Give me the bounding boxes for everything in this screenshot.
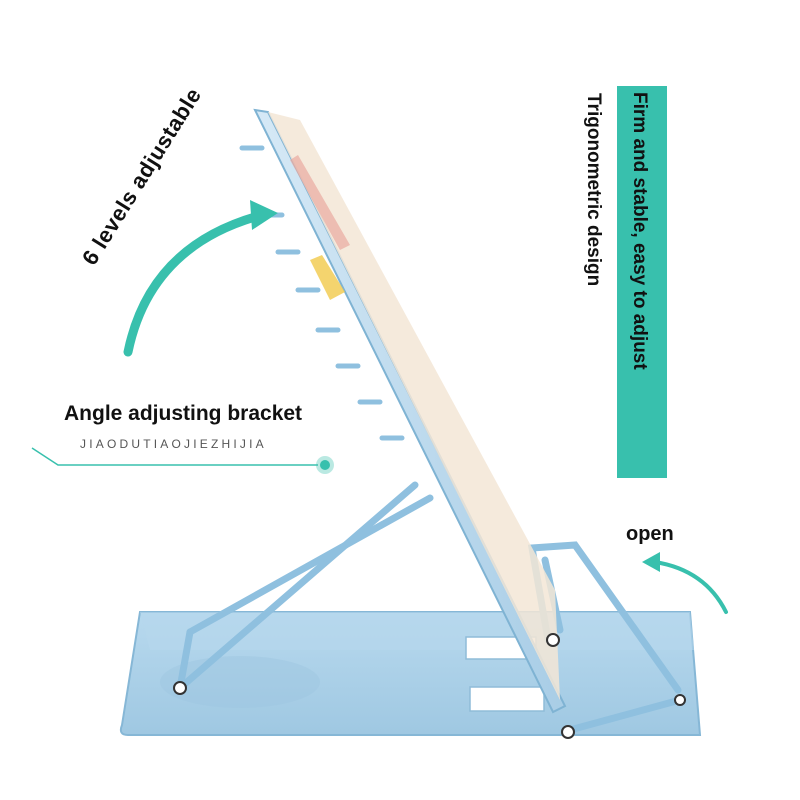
open-caption: open bbox=[626, 523, 674, 545]
firm-caption: Firm and stable, easy to adjust bbox=[629, 92, 650, 370]
bracket-pinyin: JIAODUTIAOJIEZHIJIA bbox=[80, 437, 267, 451]
notch-teeth bbox=[239, 145, 405, 441]
highlight-band bbox=[617, 86, 667, 478]
bracket-title: Angle adjusting bracket bbox=[64, 402, 303, 425]
curved-arrow-icon bbox=[642, 552, 728, 614]
curved-arrow-icon bbox=[123, 200, 278, 357]
pivot-rivets bbox=[173, 633, 686, 739]
trigonometric-caption: Trigonometric design bbox=[583, 93, 604, 287]
bracket-pointer bbox=[31, 447, 334, 474]
book-board bbox=[253, 108, 567, 714]
